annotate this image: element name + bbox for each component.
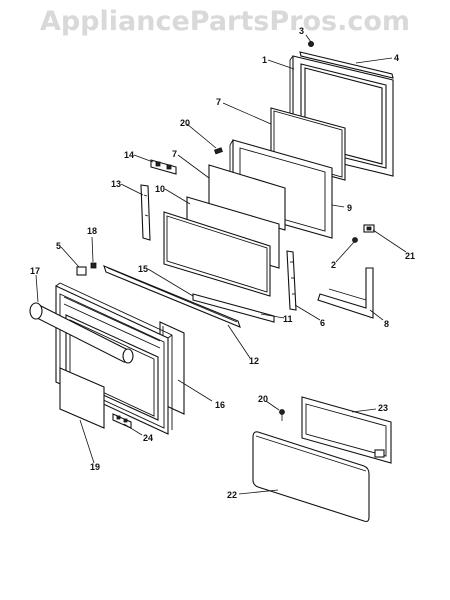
callout-5: 5 <box>56 241 61 251</box>
callout-1: 1 <box>262 55 267 65</box>
part-20-clip-upper <box>213 147 223 155</box>
part-19-panel <box>59 367 105 429</box>
callout-3: 3 <box>299 26 304 36</box>
part-4-top-strip <box>299 51 394 79</box>
callout-18: 18 <box>87 226 97 236</box>
watermark-logo: AppliancePartsPros.com <box>39 6 411 37</box>
part-5-label-plate <box>76 266 87 276</box>
callout-7-middle: 7 <box>172 149 177 159</box>
part-12-long-rail <box>103 265 241 328</box>
part-23-drawer-frame <box>301 396 392 464</box>
part-13-side-bracket <box>140 184 151 241</box>
callout-11: 11 <box>283 314 293 324</box>
part-11-channel <box>192 293 275 323</box>
leader-lines <box>35 34 407 495</box>
callout-16: 16 <box>215 400 225 410</box>
callout-21: 21 <box>405 251 415 261</box>
part-8-l-bracket <box>317 267 374 319</box>
callout-7-upper: 7 <box>216 97 221 107</box>
callout-19: 19 <box>90 462 100 472</box>
part-21-hinge-block <box>363 224 375 233</box>
callout-22: 22 <box>227 490 237 500</box>
callout-6: 6 <box>320 318 325 328</box>
part-20-screw-lower <box>279 409 285 421</box>
callout-8: 8 <box>384 319 389 329</box>
callout-17: 17 <box>30 266 40 276</box>
part-15-large-glass <box>163 211 271 297</box>
part-22-drawer-front <box>252 431 370 523</box>
part-7-glass-panel-middle <box>208 164 286 231</box>
callout-labels: 3 4 1 7 20 14 7 13 10 9 21 2 15 11 6 8 1… <box>30 26 415 500</box>
callout-10: 10 <box>155 184 165 194</box>
callout-24: 24 <box>143 433 153 443</box>
callout-23: 23 <box>378 403 388 413</box>
part-6-vertical-strip <box>286 250 297 311</box>
part-3-screw <box>307 41 314 48</box>
part-2-screw <box>352 237 358 243</box>
callout-2: 2 <box>331 260 336 270</box>
part-18-clip <box>90 262 97 269</box>
callout-15: 15 <box>138 264 148 274</box>
callout-20-upper: 20 <box>180 118 190 128</box>
callout-20-lower: 20 <box>258 394 268 404</box>
callout-12: 12 <box>249 356 259 366</box>
callout-9: 9 <box>347 203 352 213</box>
callout-4: 4 <box>394 53 399 63</box>
callout-13: 13 <box>111 179 121 189</box>
part-14-bracket <box>150 159 177 175</box>
part-17-door-handle <box>29 302 134 364</box>
callout-14: 14 <box>124 150 134 160</box>
